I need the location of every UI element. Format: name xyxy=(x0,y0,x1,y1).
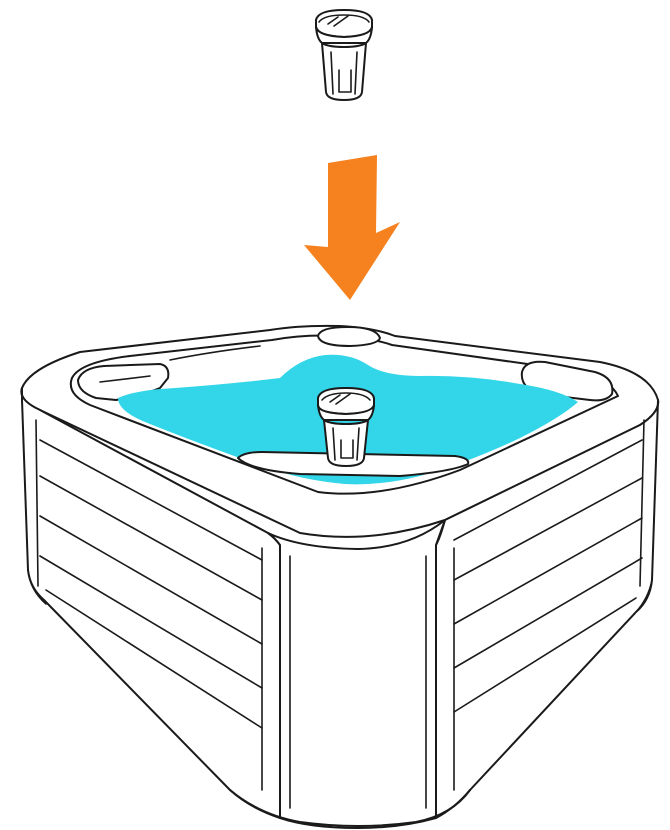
floating-dispenser-icon xyxy=(315,9,373,101)
down-arrow-icon xyxy=(304,155,400,300)
floating-dispenser-in-water-icon xyxy=(317,387,375,467)
hot-tub-icon xyxy=(20,324,660,829)
